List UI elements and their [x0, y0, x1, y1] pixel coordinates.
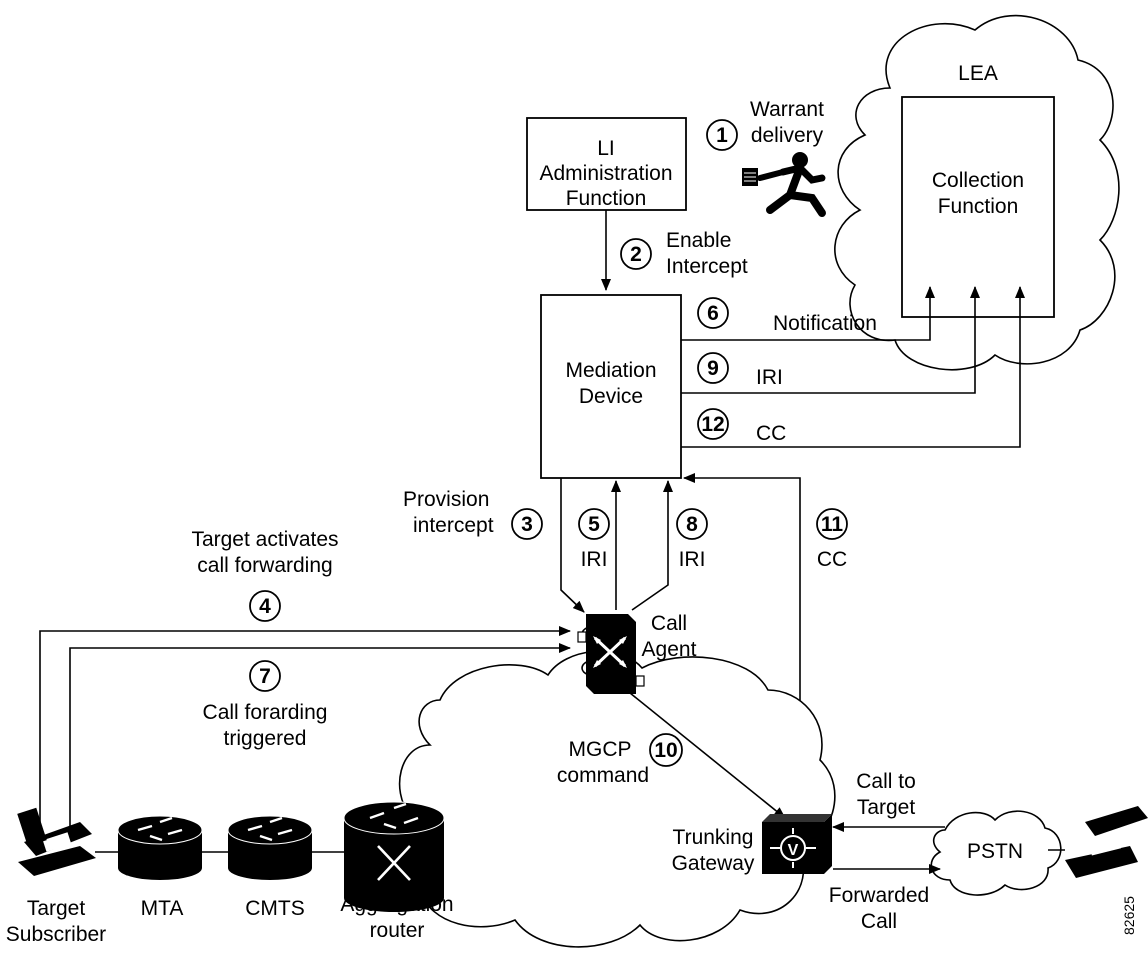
cable-network-cloud	[391, 650, 836, 948]
step-7-badge	[249, 660, 281, 692]
provision-line1: Provision	[403, 488, 489, 511]
forwarded-call-line2: Call	[861, 910, 897, 933]
call-to-target-line1: Call to	[856, 770, 916, 793]
li-admin-line3: Function	[566, 187, 647, 210]
call-to-target-line2: Target	[857, 796, 916, 819]
call-forwarding-trigger-arrow	[69, 643, 571, 832]
li-admin-line2: Administration	[539, 162, 672, 185]
lea-title: LEA	[958, 62, 998, 85]
step-1-number: 1	[716, 124, 728, 147]
remote-telephone-icon	[1048, 806, 1148, 878]
iri-8-label: IRI	[679, 548, 706, 571]
step-4-badge	[249, 590, 281, 622]
figure-id: 82625	[1121, 896, 1137, 935]
step-7-number: 7	[259, 665, 271, 688]
call-agent-device	[577, 614, 645, 694]
step-2-number: 2	[630, 243, 642, 266]
warrant-line2: delivery	[751, 124, 824, 147]
mgcp-command-arrow	[629, 692, 786, 819]
step-3-badge	[511, 508, 543, 540]
call-forwarding-triggered-line2: triggered	[224, 727, 307, 750]
iri-to-lea-arrow	[681, 286, 980, 394]
step-10-number: 10	[654, 739, 677, 762]
mta-label: MTA	[141, 897, 184, 920]
step-2-badge	[620, 238, 652, 270]
aggregation-router-icon	[343, 801, 445, 912]
cc-11-label: CC	[817, 548, 847, 571]
step-1-badge	[706, 119, 738, 151]
step-9-number: 9	[707, 357, 719, 380]
running-courier-icon	[742, 152, 826, 217]
step-9-badge	[697, 352, 729, 384]
iri-lea-label: IRI	[756, 366, 783, 389]
step-5-badge	[578, 508, 610, 540]
step-6-badge	[697, 297, 729, 329]
trunking-gateway-device: V	[762, 814, 832, 874]
iri-up-8-arrow	[631, 480, 673, 611]
collection-function-line2: Function	[938, 195, 1019, 218]
cc-to-lea-arrow	[681, 286, 1025, 448]
step-11-badge	[816, 508, 848, 540]
step-5-number: 5	[588, 513, 600, 536]
target-activates-line1: Target activates	[191, 528, 338, 551]
subscriber-telephone-icon	[17, 807, 96, 876]
step-6-number: 6	[707, 302, 719, 325]
step-8-badge	[676, 508, 708, 540]
mediation-line1: Mediation	[565, 359, 656, 382]
enable-intercept-line2: Intercept	[666, 255, 748, 278]
step-3-number: 3	[521, 513, 533, 536]
step-4-number: 4	[259, 595, 271, 618]
target-activates-line2: call forwarding	[197, 554, 332, 577]
mediation-line2: Device	[579, 385, 643, 408]
target-subscriber-line2: Subscriber	[6, 923, 106, 946]
mta-router-icon	[117, 815, 203, 880]
step-12-badge	[697, 408, 729, 440]
step-12-number: 12	[701, 413, 724, 436]
notification-label: Notification	[773, 312, 877, 335]
provision-line2: intercept	[413, 514, 494, 537]
collection-function-line1: Collection	[932, 169, 1024, 192]
warrant-line1: Warrant	[750, 98, 824, 121]
svg-text:V: V	[788, 842, 799, 859]
mgcp-line1: MGCP	[569, 738, 632, 761]
call-agent-line1: Call	[651, 612, 687, 635]
collection-function-box	[901, 96, 1055, 318]
notification-arrow	[681, 286, 935, 341]
forwarded-call-line1: Forwarded	[829, 884, 929, 907]
call-forwarding-triggered-line1: Call forarding	[203, 701, 328, 724]
provision-intercept-arrow	[560, 478, 585, 613]
iri-5-label: IRI	[581, 548, 608, 571]
trunking-gateway-line2: Gateway	[672, 852, 755, 875]
mediation-device-box	[540, 294, 682, 479]
cmts-router-icon	[227, 815, 313, 880]
call-forwarding-activation-arrow	[39, 626, 571, 832]
target-subscriber-line1: Target	[27, 897, 86, 920]
cc-lea-label: CC	[756, 422, 786, 445]
trunking-gateway-line1: Trunking	[673, 826, 754, 849]
call-agent-line2: Agent	[642, 638, 697, 661]
enable-intercept-line1: Enable	[666, 229, 731, 252]
mgcp-line2: command	[557, 764, 649, 787]
step-8-number: 8	[686, 513, 698, 536]
pstn-label: PSTN	[967, 840, 1023, 863]
step-10-badge	[649, 733, 683, 767]
pstn-cloud	[930, 810, 1062, 896]
li-admin-line1: LI	[597, 137, 615, 160]
aggregation-router-line1: Aggregation	[340, 893, 453, 916]
step-11-number: 11	[821, 513, 844, 536]
cmts-label: CMTS	[245, 897, 305, 920]
aggregation-router-line2: router	[370, 919, 425, 942]
